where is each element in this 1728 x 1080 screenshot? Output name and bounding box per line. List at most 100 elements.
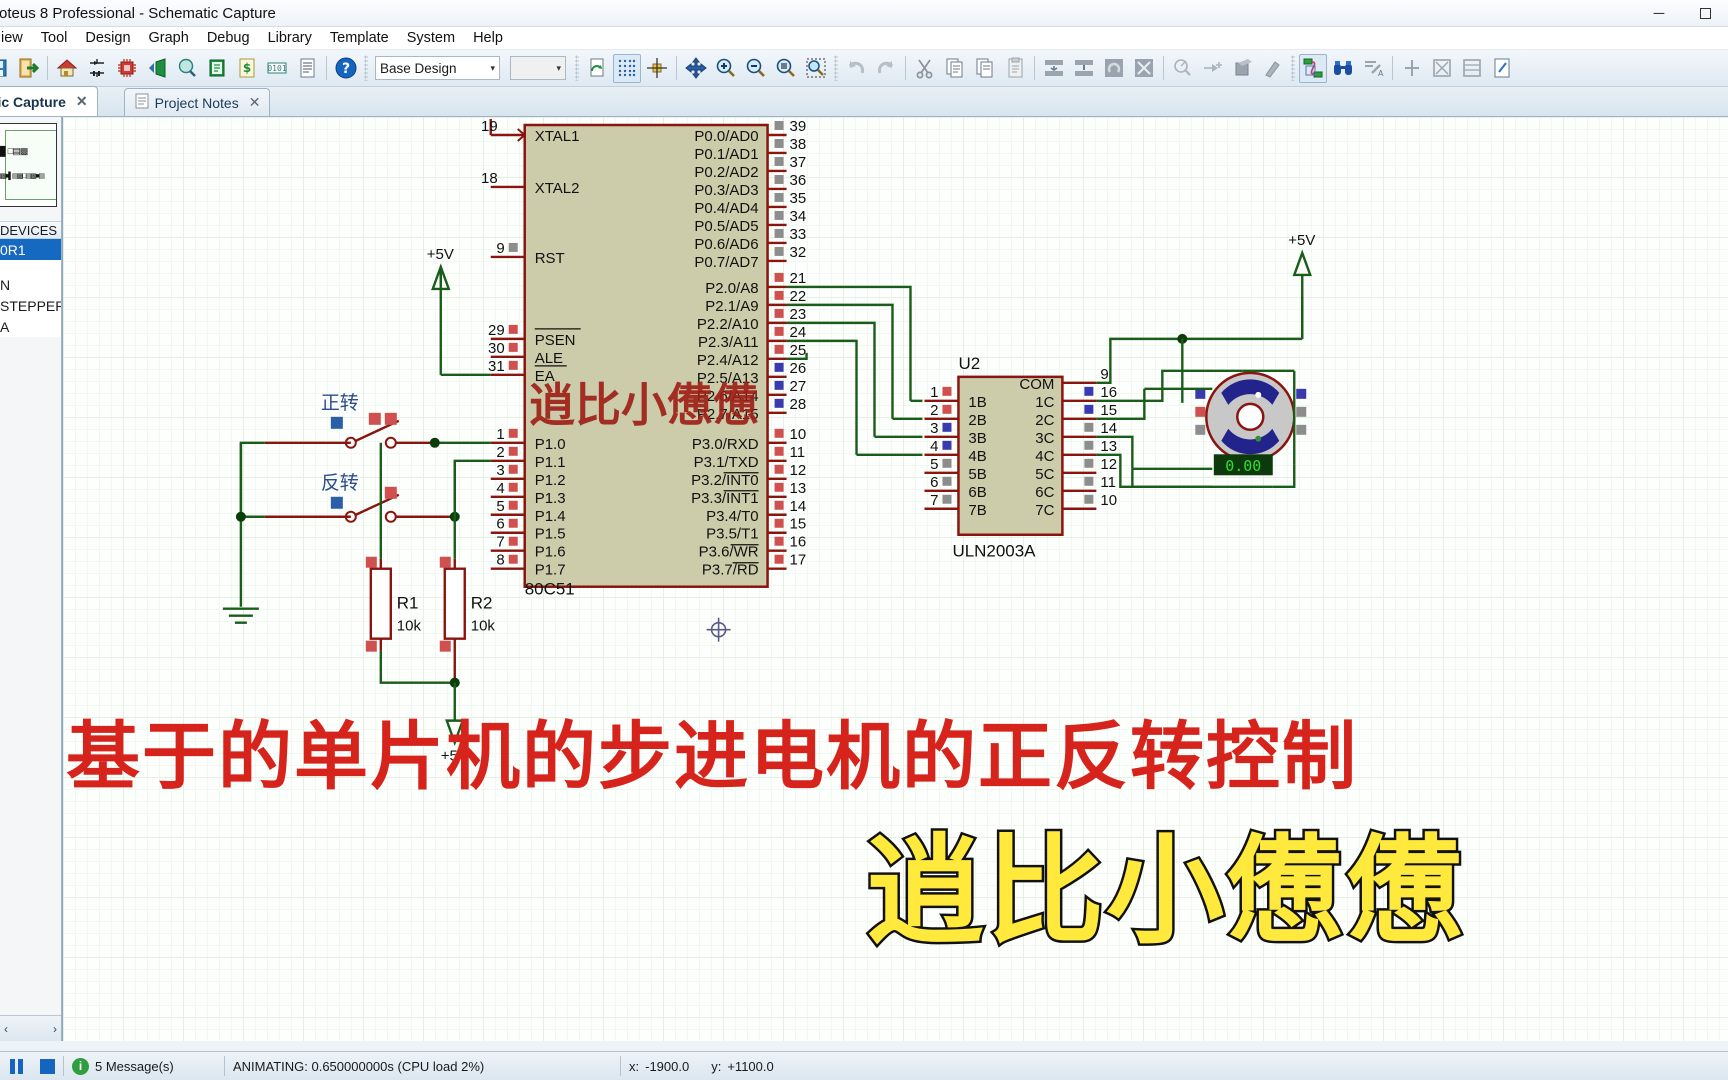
close-icon[interactable]: ✕ xyxy=(75,93,88,109)
undo-button[interactable] xyxy=(842,54,870,83)
redo-button[interactable] xyxy=(872,54,900,83)
clipboard-button[interactable] xyxy=(1001,54,1029,83)
tab-schematic-capture[interactable]: atic Capture ✕ xyxy=(0,86,98,116)
resistor-r1-body[interactable] xyxy=(369,567,392,640)
close-icon[interactable]: ✕ xyxy=(248,94,261,110)
copy-button[interactable] xyxy=(941,54,969,83)
list-item[interactable]: A xyxy=(0,318,10,335)
search-button[interactable] xyxy=(1329,54,1357,83)
svg-text:2: 2 xyxy=(930,402,938,419)
toolbar-grip[interactable] xyxy=(364,55,368,81)
design-selector[interactable]: Base Design ▾ xyxy=(375,56,500,80)
make-device-button[interactable] xyxy=(1199,54,1227,83)
set-origin-button[interactable] xyxy=(643,54,671,83)
minimize-button[interactable]: ─ xyxy=(1653,5,1665,22)
menu-item-template[interactable]: Template xyxy=(329,30,389,46)
info-icon: i xyxy=(72,1057,89,1075)
pick-device-button[interactable] xyxy=(1169,54,1197,83)
resistor-r2-body[interactable] xyxy=(443,567,466,640)
list-item[interactable]: 0R1 xyxy=(0,239,61,260)
toolbar-grip[interactable] xyxy=(575,55,579,81)
toolbar-separator xyxy=(905,56,906,80)
redo-icon xyxy=(877,61,894,74)
switch-label-forward: 正转 xyxy=(321,392,359,414)
mcu-body[interactable] xyxy=(523,123,769,588)
menu-item-design[interactable]: Design xyxy=(85,30,131,46)
stop-simulation-button[interactable] xyxy=(32,1052,63,1080)
zoom-in-button[interactable] xyxy=(712,54,740,83)
erc-icon xyxy=(1433,59,1451,77)
schematic-capture-button[interactable] xyxy=(83,54,111,83)
zoom-all-button[interactable] xyxy=(772,54,800,83)
next-page-button[interactable]: › xyxy=(53,1021,57,1036)
bom-button[interactable] xyxy=(203,54,231,83)
menu-item-system[interactable]: System xyxy=(406,30,456,46)
netlist-button[interactable] xyxy=(1299,53,1327,83)
net-sw2-p11 xyxy=(453,459,491,517)
maximize-button[interactable] xyxy=(1682,0,1728,27)
message-count[interactable]: i 5 Message(s) xyxy=(64,1052,224,1080)
save-button[interactable] xyxy=(0,54,12,83)
prev-page-button[interactable]: ‹ xyxy=(4,1021,8,1036)
pin-marker-red xyxy=(508,342,518,352)
menu-item-library[interactable]: Library xyxy=(267,30,312,46)
menu-item-view[interactable]: iew xyxy=(1,30,23,46)
decompose-button[interactable] xyxy=(1259,54,1287,83)
pcb-icon xyxy=(118,59,136,77)
net-p20-1b xyxy=(786,285,912,401)
svg-text:A: A xyxy=(1378,69,1384,78)
motor-display-value: 0.00 xyxy=(1225,457,1261,475)
svg-text:10: 10 xyxy=(1100,492,1117,509)
sheet-selector[interactable]: ▾ xyxy=(510,56,566,80)
motor-pole-bottom xyxy=(1221,428,1280,455)
block-move-button[interactable] xyxy=(1070,54,1098,83)
decompose-icon xyxy=(1265,61,1280,78)
menu-item-tool[interactable]: Tool xyxy=(40,30,68,46)
svg-text:3: 3 xyxy=(496,462,504,479)
list-item[interactable]: STEPPER xyxy=(0,297,61,314)
refresh-button[interactable] xyxy=(583,54,611,83)
schematic-canvas[interactable]: 80C51 19 XTAL1 18 XTAL2 9 RST 29 PSEN xyxy=(62,117,1728,1041)
pcb-layout-button[interactable] xyxy=(113,54,141,83)
svg-text:P2.2/A10: P2.2/A10 xyxy=(697,316,759,333)
netlist-compile-button[interactable] xyxy=(1458,54,1486,83)
overview-preview[interactable]: █▌□▤▩ ▤▩■▌▤▩□▤▩■▤ xyxy=(0,123,57,207)
property-assign-button[interactable]: A xyxy=(1359,54,1387,83)
motor-pin-marker xyxy=(1195,424,1206,435)
paste-button[interactable] xyxy=(971,54,999,83)
erc-button[interactable] xyxy=(1428,54,1456,83)
zoom-out-button[interactable] xyxy=(742,54,770,83)
list-item[interactable]: N xyxy=(0,276,11,293)
svg-text:28: 28 xyxy=(790,396,807,413)
block-rotate-button[interactable] xyxy=(1100,54,1128,83)
toolbar-grip[interactable] xyxy=(1291,55,1295,81)
report-button[interactable] xyxy=(293,54,321,83)
packaging-tool-button[interactable] xyxy=(1229,54,1257,83)
left-panel: █▌□▤▩ ▤▩■▌▤▩□▤▩■▤ DEVICES 0R1 N STEPPER … xyxy=(0,117,62,1041)
zoom-area-button[interactable] xyxy=(802,54,830,83)
svg-text:9: 9 xyxy=(1100,366,1108,383)
edit-design-button[interactable] xyxy=(1488,54,1516,83)
block-copy-button[interactable] xyxy=(1040,54,1068,83)
3d-viewer-button[interactable] xyxy=(143,54,171,83)
menu-item-debug[interactable]: Debug xyxy=(206,30,250,46)
svg-text:11: 11 xyxy=(1100,474,1116,491)
menu-item-graph[interactable]: Graph xyxy=(148,30,189,46)
toggle-grid-button[interactable] xyxy=(613,53,641,83)
cut-button[interactable] xyxy=(911,54,939,83)
home-button[interactable] xyxy=(53,54,81,83)
svg-text:7: 7 xyxy=(496,534,504,551)
design-report-button[interactable] xyxy=(1398,54,1426,83)
help-button[interactable]: ? xyxy=(332,54,360,83)
binary-data-button[interactable]: 0101 xyxy=(263,54,291,83)
menu-item-help[interactable]: Help xyxy=(473,30,503,46)
pan-button[interactable] xyxy=(682,54,710,83)
bill-of-materials-button[interactable]: $ xyxy=(233,54,261,83)
pause-simulation-button[interactable] xyxy=(0,1052,32,1080)
design-explorer-button[interactable] xyxy=(173,54,201,83)
toolbar-grip[interactable] xyxy=(834,55,838,81)
tab-project-notes[interactable]: Project Notes ✕ xyxy=(123,88,271,116)
svg-text:25: 25 xyxy=(790,342,807,359)
block-delete-button[interactable] xyxy=(1130,54,1158,83)
exit-module-button[interactable] xyxy=(14,54,42,83)
